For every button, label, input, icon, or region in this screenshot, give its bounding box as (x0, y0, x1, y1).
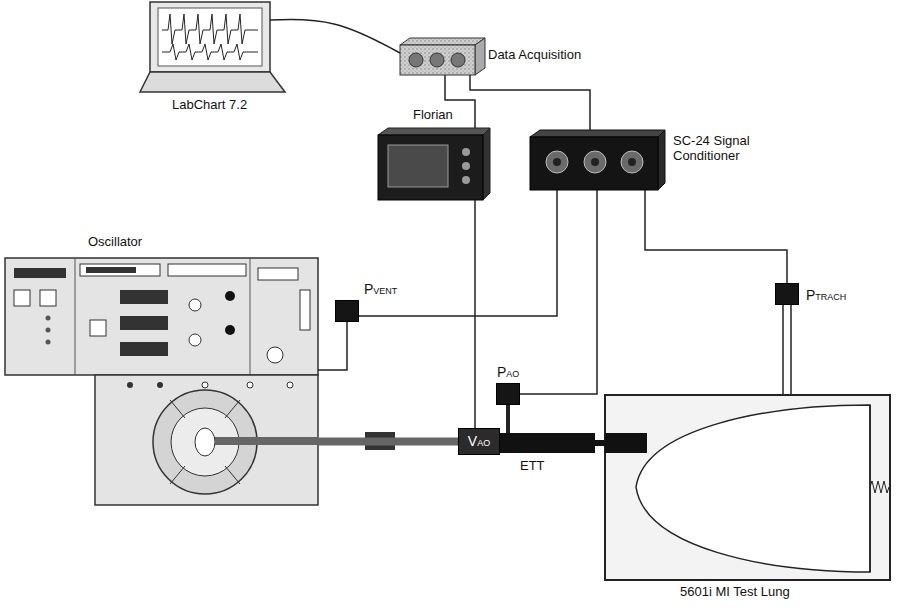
device-label: VAO (468, 433, 490, 450)
symbol-text: PVENT (364, 281, 397, 297)
signal-cable (474, 200, 476, 428)
flow-monitor (378, 128, 490, 200)
tube-connector (595, 440, 605, 446)
oscillator-unit (5, 258, 318, 505)
signal-cable (520, 190, 597, 394)
signal-cable (318, 322, 347, 370)
signal-cable (270, 19, 400, 53)
symbol-text: PTRACH (806, 287, 846, 303)
device-label: 5601i MI Test Lung (680, 585, 850, 600)
flow-sensor: VAO (458, 428, 500, 455)
pressure-port (506, 405, 510, 433)
signal-conditioner (530, 130, 665, 190)
device-label: LabChart 7.2 (172, 98, 292, 113)
device-label: Oscillator (88, 235, 188, 250)
device-label: PVENT (364, 281, 434, 298)
device-label: PAO (497, 364, 547, 381)
test-lung: 5601i MI Test Lung (605, 395, 890, 580)
signal-cable (645, 190, 787, 283)
device-label: SC-24 Signal Conditioner (673, 134, 758, 164)
endotracheal-tube: ETT (500, 433, 595, 453)
device-label: PTRACH (806, 287, 886, 304)
symbol-text: VAO (468, 433, 490, 449)
signal-conditioner: SC-24 Signal Conditioner (530, 130, 665, 190)
oscillator: Oscillator (5, 255, 318, 505)
flow-monitor: Florian (378, 128, 490, 200)
laptop (140, 2, 285, 92)
device-label: ETT (520, 459, 560, 474)
tracheal-catheter (783, 305, 791, 396)
tube-connector (318, 438, 458, 446)
pressure-transducer: PVENT (335, 300, 359, 322)
pressure-transducer: PTRACH (775, 283, 799, 305)
laptop: LabChart 7.2 (150, 2, 270, 92)
device-label: Data Acquisition (488, 48, 618, 63)
signal-cable (359, 190, 557, 316)
test-lung (605, 395, 890, 580)
data-acquisition-unit (400, 38, 485, 75)
signal-cable (470, 75, 590, 130)
symbol-text: PAO (497, 364, 519, 380)
device-label: Florian (413, 108, 493, 123)
pressure-transducer: PAO (496, 383, 520, 405)
data-acquisition: Data Acquisition (400, 38, 485, 75)
